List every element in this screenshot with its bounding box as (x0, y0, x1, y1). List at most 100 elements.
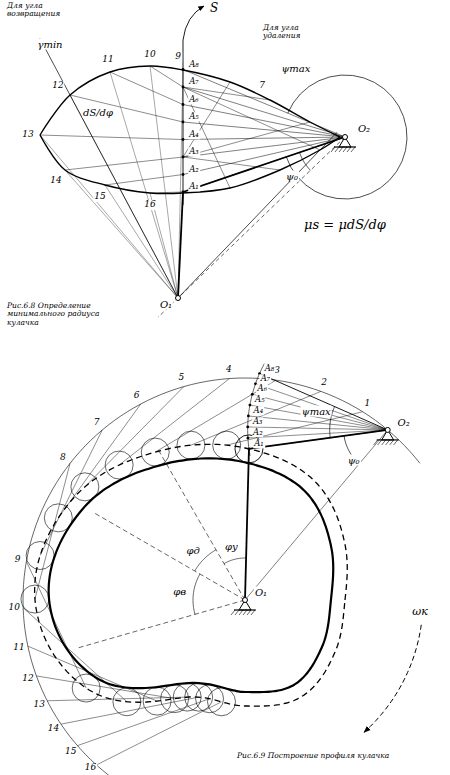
point (247, 415, 250, 418)
rocker-position-line (183, 137, 345, 175)
callout-number: 9 (174, 52, 182, 62)
point-label: A₅ (188, 112, 200, 121)
rocker-position-line (249, 430, 388, 449)
callout-number: 11 (12, 643, 25, 653)
callout-number: 14 (49, 176, 62, 186)
tangent-line (40, 38, 178, 298)
rocker-position-line (252, 394, 387, 430)
callout-number: 15 (93, 192, 106, 202)
support-hatch (235, 610, 239, 615)
roller (26, 542, 54, 570)
angle-arc (193, 574, 200, 614)
roller (105, 451, 133, 479)
point (182, 68, 185, 71)
angle-arc (286, 75, 407, 199)
point-label: O₂ (357, 123, 371, 134)
ds-dphi-line (65, 157, 183, 170)
support-hatch (231, 610, 235, 615)
tangent-line (178, 132, 337, 298)
roller (208, 688, 236, 716)
roller (143, 687, 171, 715)
support-base (334, 146, 356, 147)
ds-dphi-line (70, 95, 183, 122)
callout-number: 12 (51, 81, 64, 91)
angle-arc (224, 558, 246, 564)
support-hatch (343, 147, 347, 152)
support-hatch (351, 147, 355, 152)
pivot (343, 135, 348, 140)
rocker-position-line (183, 137, 345, 157)
callout-number: 7 (93, 418, 101, 428)
ds-dphi-line (183, 82, 230, 157)
min-radius-line (178, 192, 183, 298)
construction-line (40, 135, 178, 298)
min-radius-line (245, 449, 249, 600)
support-hatch (331, 147, 335, 152)
point-label: A₆ (256, 385, 268, 394)
support-hatch (382, 440, 386, 445)
pivot (243, 598, 248, 603)
ds-dphi-line (183, 87, 230, 188)
inverted-rocker-line (191, 391, 321, 445)
construction-line (150, 66, 178, 298)
rocker-position-line (248, 430, 388, 438)
support-hatch (243, 610, 247, 615)
support-base (377, 439, 399, 440)
angle-label: φв (172, 585, 187, 596)
angle-label: ψmax (301, 406, 332, 417)
angle-label: γmin (36, 39, 63, 50)
callout-number: 6 (133, 391, 141, 401)
support-hatch (251, 610, 255, 615)
roller (161, 685, 189, 713)
point-label: A₁ (188, 182, 200, 191)
point-label: A₂ (252, 428, 264, 437)
angle-label: φд (186, 544, 201, 555)
callout-number: 4 (225, 365, 233, 375)
point-label: A₅ (254, 395, 266, 404)
center-line (245, 430, 388, 600)
callout-number: 12 (21, 674, 34, 684)
callout-number: 2 (320, 378, 328, 388)
rocker-position-line (248, 416, 387, 430)
rocker-position-line (260, 374, 388, 430)
inverted-rocker-line (40, 430, 102, 556)
inverted-rocker-line (119, 379, 229, 465)
rocker-position-line (183, 105, 345, 138)
figure-caption: Рис.6.8 Определение минимального радиуса… (6, 302, 126, 327)
support-hatch (378, 440, 382, 445)
point (248, 404, 251, 407)
rocker-position-line (248, 427, 388, 430)
point (246, 426, 249, 429)
construction-line (105, 185, 178, 298)
callout-number: 16 (143, 200, 156, 210)
point-label: A₂ (188, 165, 200, 174)
angle-label: ψ₀ (347, 454, 361, 465)
point-label: A₈ (188, 60, 200, 69)
point-label: O₁ (254, 587, 268, 598)
roller (72, 674, 100, 702)
callout-number: 15 (64, 747, 77, 757)
s-axis (183, 6, 204, 205)
rotation-label: ωк (411, 606, 429, 618)
inverted-rocker-line (155, 380, 276, 452)
callout-number: 9 (14, 555, 22, 565)
point-label: A₇ (260, 374, 272, 383)
rocker-line (249, 430, 388, 449)
inverted-rocker-line (227, 412, 363, 445)
phase-line (158, 448, 246, 600)
roller (71, 473, 99, 501)
axis-label: S (209, 2, 219, 15)
point-label: O₂ (397, 416, 411, 427)
support-hatch (347, 147, 351, 152)
callout-number: 7 (258, 81, 266, 91)
point (182, 156, 185, 159)
point (182, 121, 185, 124)
support-hatch (390, 440, 394, 445)
support-base (234, 609, 256, 610)
rocker-position-line (183, 137, 345, 192)
cam-profile-figure (21, 364, 421, 775)
axis-label: dS/dφ (82, 107, 114, 118)
pivot (385, 427, 390, 432)
